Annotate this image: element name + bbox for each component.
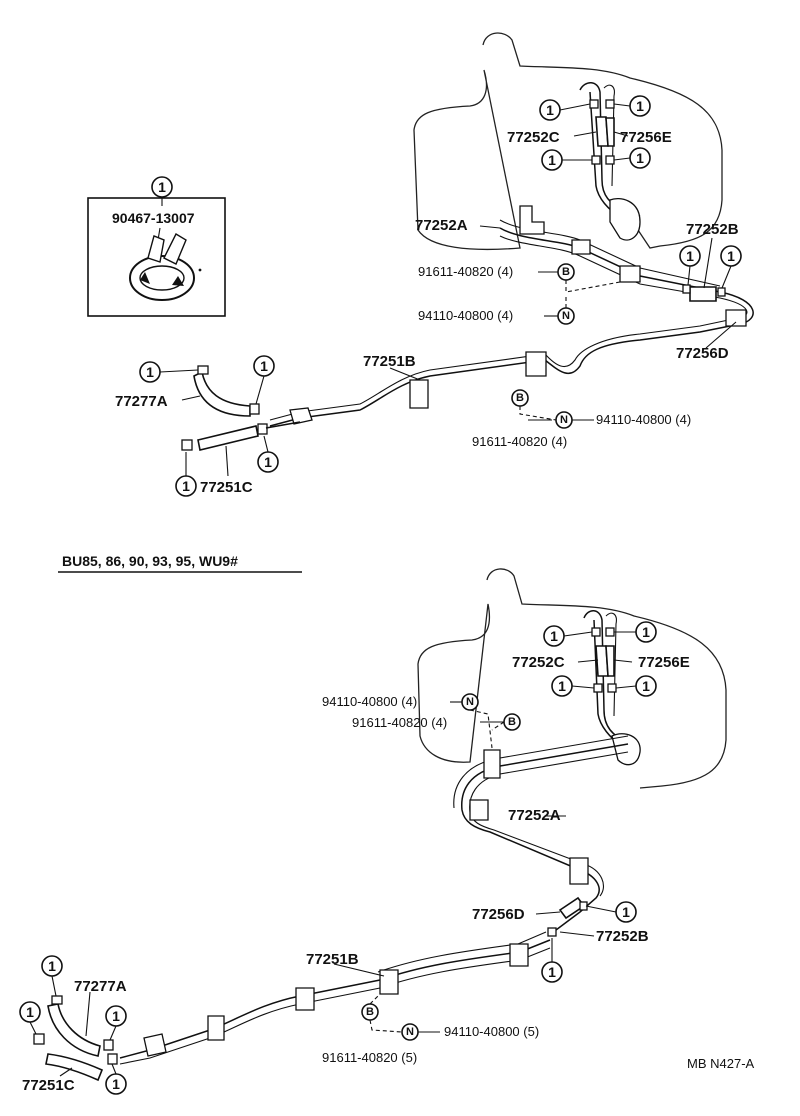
svg-text:1: 1 — [182, 478, 190, 494]
upper-label-bolt-2: 91611-40820 (4) — [472, 434, 567, 449]
reference-code: MB N427-A — [687, 1056, 755, 1071]
svg-text:1: 1 — [548, 964, 556, 980]
svg-text:B: B — [508, 716, 516, 728]
upper-label-bolt: 91611-40820 (4) — [418, 264, 513, 279]
svg-text:1: 1 — [642, 678, 650, 694]
svg-text:B: B — [562, 266, 570, 278]
hose-clamp-icon — [129, 233, 202, 301]
lower-label-77277A: 77277A — [74, 978, 127, 995]
lower-label-77252C: 77252C — [512, 654, 565, 671]
lower-hose-77251C — [45, 1053, 104, 1082]
upper-hose-77251C — [197, 425, 259, 451]
svg-text:N: N — [560, 414, 568, 426]
svg-text:1: 1 — [622, 904, 630, 920]
inset-frame — [87, 197, 226, 317]
section-title: BU85, 86, 90, 93, 95, WU9# — [62, 553, 238, 569]
lower-label-77251B: 77251B — [306, 951, 359, 968]
upper-label-77277A: 77277A — [115, 393, 168, 410]
svg-text:1: 1 — [548, 152, 556, 168]
svg-text:1: 1 — [686, 248, 694, 264]
svg-text:1: 1 — [48, 958, 56, 974]
upper-label-77256D: 77256D — [676, 345, 729, 362]
upper-markers: 1 1 1 1 1 1 1 1 1 1 B N B N — [139, 95, 742, 497]
upper-label-77251B: 77251B — [363, 353, 416, 370]
upper-label-77251C: 77251C — [200, 479, 253, 496]
svg-text:1: 1 — [26, 1004, 34, 1020]
svg-text:N: N — [562, 310, 570, 322]
svg-text:1: 1 — [558, 678, 566, 694]
fuel-tank-outline — [413, 32, 723, 251]
upper-hose-77277A — [193, 370, 251, 417]
svg-text:1: 1 — [264, 454, 272, 470]
upper-label-nut-2: 94110-40800 (4) — [596, 412, 691, 427]
svg-text:1: 1 — [112, 1008, 120, 1024]
svg-text:1: 1 — [546, 102, 554, 118]
svg-text:1: 1 — [550, 628, 558, 644]
inset-part-label: 90467-13007 — [112, 210, 195, 226]
upper-diagram: 1 1 1 1 1 1 1 1 1 1 B N B N — [115, 32, 754, 497]
upper-label-77252A: 77252A — [415, 217, 468, 234]
svg-text:N: N — [466, 696, 474, 708]
svg-text:1: 1 — [260, 358, 268, 374]
lower-hose-77277A — [47, 1003, 101, 1057]
svg-text:1: 1 — [112, 1076, 120, 1092]
svg-text:B: B — [516, 392, 524, 404]
lower-label-nut: 94110-40800 (4) — [322, 694, 417, 709]
lower-markers: 1 1 1 1 1 1 1 1 1 1 N B B N — [19, 621, 657, 1095]
svg-text:1: 1 — [636, 150, 644, 166]
lower-diagram: 1 1 1 1 1 1 1 1 1 1 N B B N — [19, 568, 727, 1095]
lower-label-bolt: 91611-40820 (4) — [352, 715, 447, 730]
upper-label-nut: 94110-40800 (4) — [418, 308, 513, 323]
lower-label-77256E: 77256E — [638, 654, 690, 671]
upper-label-77252B: 77252B — [686, 221, 739, 238]
svg-text:N: N — [406, 1026, 414, 1038]
lower-label-nut-2: 94110-40800 (5) — [444, 1024, 539, 1039]
svg-text:B: B — [366, 1006, 374, 1018]
svg-text:1: 1 — [146, 364, 154, 380]
lower-fuel-line — [461, 743, 629, 931]
lower-label-77251C: 77251C — [22, 1077, 75, 1094]
lower-label-bolt-2: 91611-40820 (5) — [322, 1050, 417, 1065]
inset-marker-label: 1 — [158, 179, 166, 195]
svg-text:1: 1 — [642, 624, 650, 640]
clamp-inset: 1 90467-13007 — [87, 176, 226, 317]
upper-label-77256E: 77256E — [620, 129, 672, 146]
lower-label-77252A: 77252A — [508, 807, 561, 824]
lower-fuel-tank-outline — [417, 568, 727, 789]
svg-text:1: 1 — [727, 248, 735, 264]
upper-label-77252C: 77252C — [507, 129, 560, 146]
lower-label-77252B: 77252B — [596, 928, 649, 945]
svg-text:1: 1 — [636, 98, 644, 114]
lower-label-77256D: 77256D — [472, 906, 525, 923]
